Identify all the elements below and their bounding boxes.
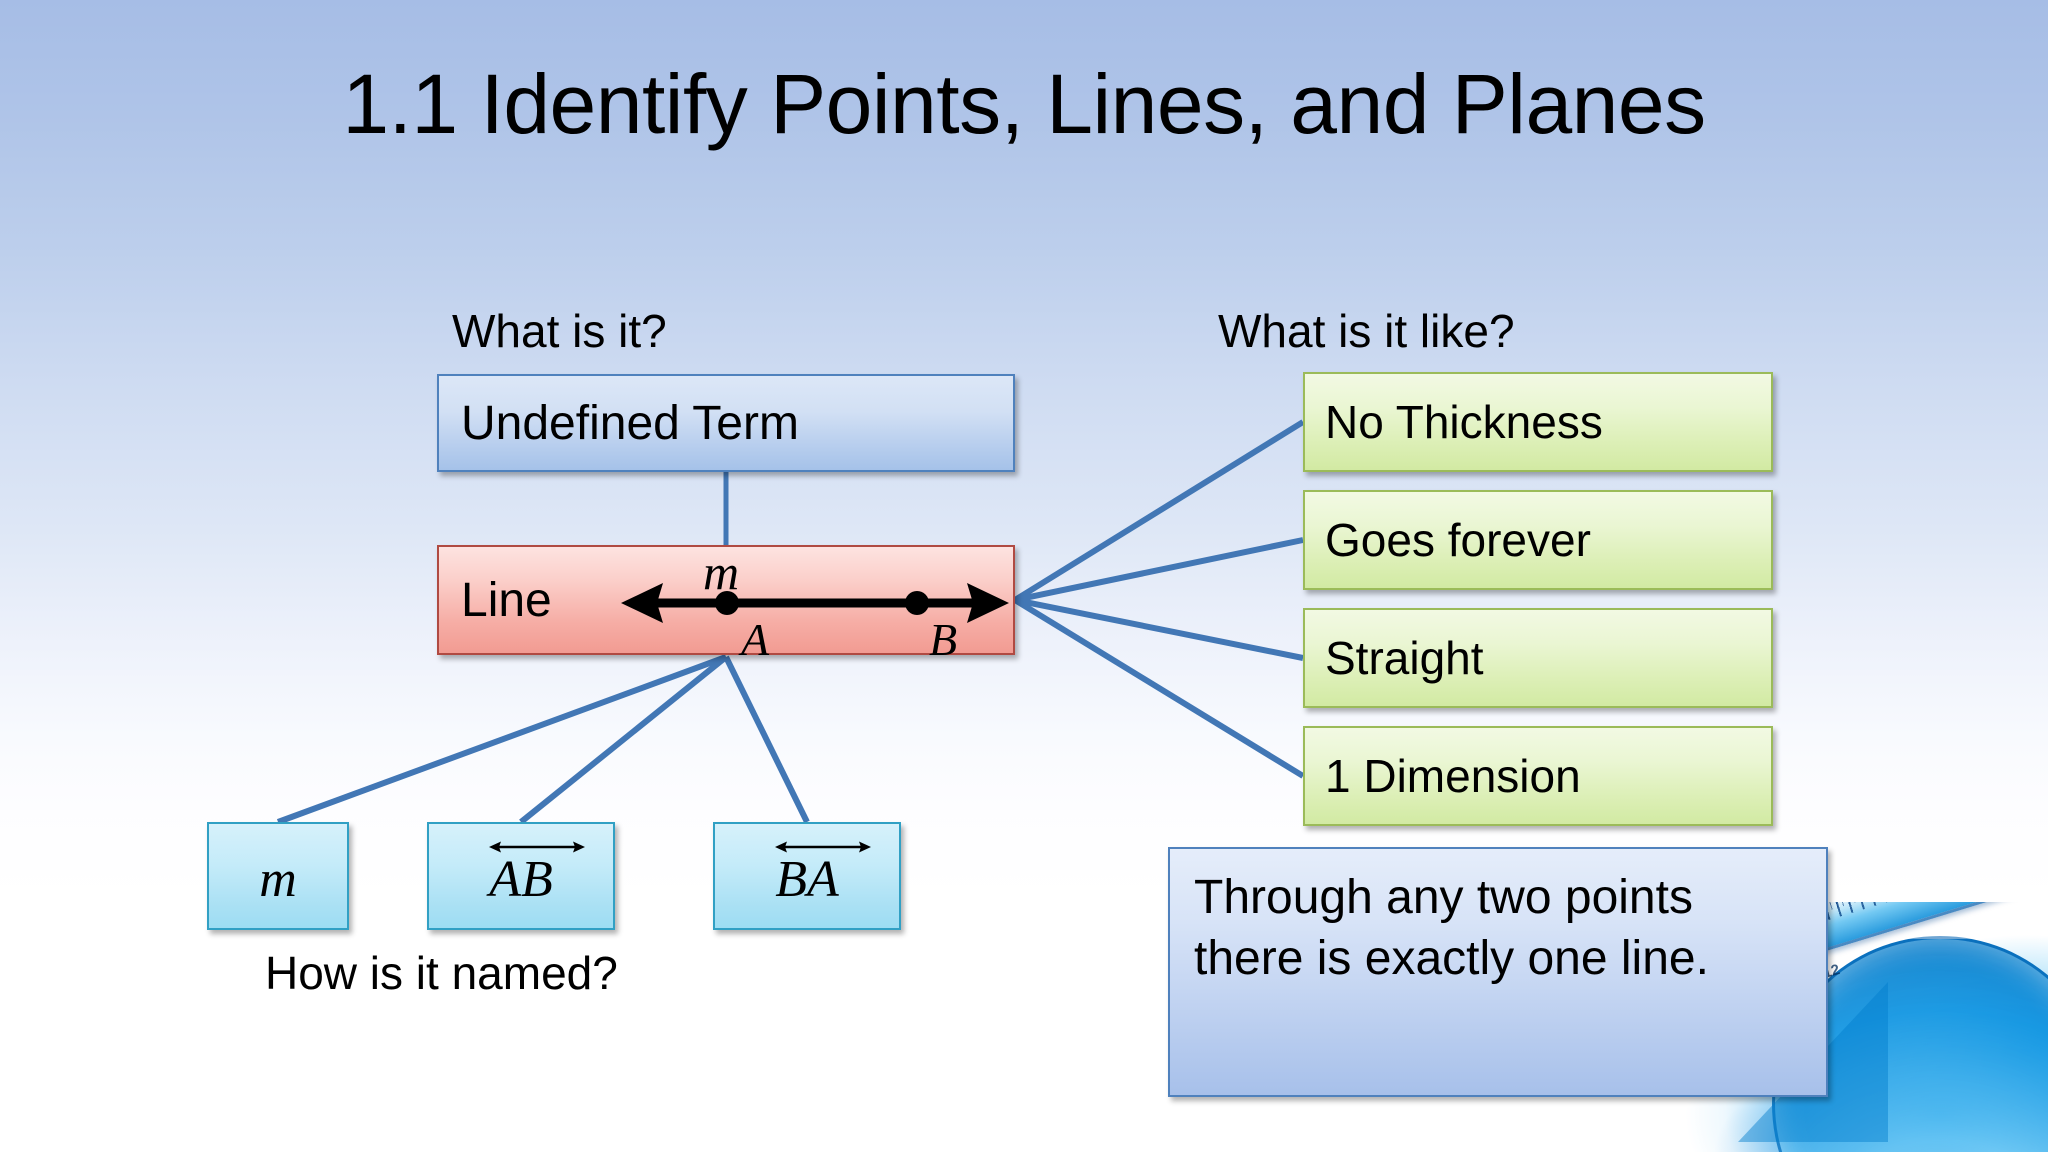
postulate-box[interactable]: Through any two points there is exactly … [1168,847,1828,1097]
connector-line-to-no-thickness [1013,419,1305,603]
connector-line-to-name-ba [723,655,810,824]
node-line[interactable]: Line m A B [437,544,1015,665]
connector-line-to-straight [1014,597,1304,661]
line-diagram-point-b-label: B [929,614,958,665]
node-line-label: Line [461,573,552,627]
naming-option-ba[interactable]: BA [713,822,901,930]
line-diagram [621,583,1009,623]
attribute-straight[interactable]: Straight [1303,608,1773,708]
line-diagram-name-label: m [703,544,740,600]
page-title: 1.1 Identify Points, Lines, and Planes [342,57,1706,151]
connector-line-to-name-ab [519,654,728,825]
label-what-is-it-like: What is it like? [1218,305,1515,357]
double-arrow-overbar-icon [775,841,872,852]
line-diagram-point-b-dot [905,591,929,615]
naming-option-m-label: m [259,850,297,908]
naming-option-ab-letters: AB [489,850,553,908]
attribute-no-thickness-label: No Thickness [1325,396,1603,448]
attribute-goes-forever[interactable]: Goes forever [1303,490,1773,590]
attribute-no-thickness[interactable]: No Thickness [1303,372,1773,472]
connector-line-to-goes-forever [1014,537,1304,603]
line-diagram-point-a-dot [715,591,739,615]
naming-option-m[interactable]: m [207,822,349,930]
line-diagram-point-a-label: A [741,614,770,665]
node-undefined-term[interactable]: Undefined Term [437,374,1015,472]
attribute-one-dimension-label: 1 Dimension [1325,750,1581,802]
node-undefined-term-label: Undefined Term [461,396,799,450]
label-how-is-it-named: How is it named? [265,947,618,999]
naming-option-ba-text: BA [775,841,872,909]
double-arrow-overbar-icon [489,841,586,852]
label-what-is-it: What is it? [452,305,667,357]
connector-line-to-name-m [276,654,728,825]
naming-option-ab-text: AB [489,841,586,909]
line-diagram-arrow-right [967,583,1009,623]
naming-option-ba-letters: BA [775,850,839,908]
connector-line-to-dimension [1013,597,1305,779]
naming-option-ab[interactable]: AB [427,822,615,930]
line-diagram-arrow-left [621,583,663,623]
attribute-one-dimension[interactable]: 1 Dimension [1303,726,1773,826]
attribute-straight-label: Straight [1325,632,1484,684]
attribute-goes-forever-label: Goes forever [1325,514,1591,566]
